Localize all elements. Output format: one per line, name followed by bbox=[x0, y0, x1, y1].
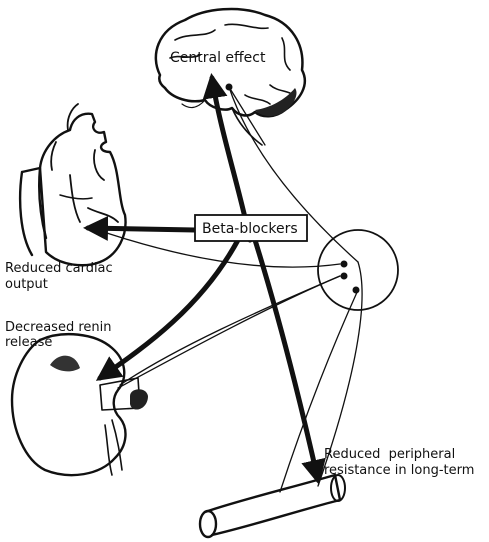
peripheral-label-line2: resistance in long-term bbox=[324, 463, 474, 478]
renin-label-line1: Decreased renin bbox=[5, 320, 111, 335]
heart-illustration bbox=[20, 104, 125, 265]
arrow-to-vessel bbox=[255, 240, 318, 480]
cardiac-label-line2: output bbox=[5, 277, 48, 292]
nerve-terminal-circle bbox=[226, 84, 399, 311]
arrow-to-heart bbox=[88, 228, 195, 230]
brain-illustration bbox=[156, 9, 305, 145]
renin-label-line2: release bbox=[5, 335, 52, 350]
beta-blockers-label: Beta-blockers bbox=[202, 221, 298, 237]
peripheral-label-line1: Reduced peripheral bbox=[324, 447, 455, 462]
cardiac-label-line1: Reduced cardiac bbox=[5, 261, 113, 276]
central-effect-label: Central effect bbox=[170, 50, 266, 66]
blood-vessel-illustration bbox=[200, 475, 345, 537]
